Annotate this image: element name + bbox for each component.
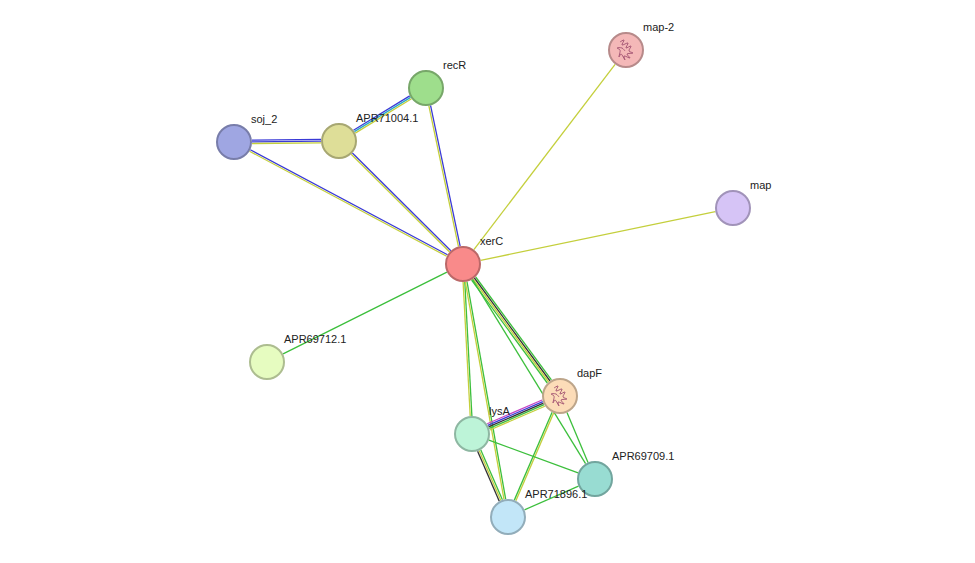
node-circle — [321, 123, 357, 159]
protein-label: APR71004.1 — [356, 112, 418, 125]
protein-label: APR69712.1 — [284, 333, 346, 346]
protein-label: map — [750, 179, 771, 192]
protein-label: APR69709.1 — [612, 450, 674, 463]
structure-thumbnail — [617, 40, 633, 60]
protein-node: map — [715, 190, 751, 226]
interaction-edge — [351, 153, 451, 252]
node-circle — [454, 416, 490, 452]
interaction-edge — [567, 413, 588, 463]
node-disc — [217, 125, 251, 159]
interaction-edge — [252, 139, 321, 143]
protein-node: xerC — [445, 246, 481, 282]
evidence-line — [488, 402, 543, 426]
node-circle — [490, 499, 526, 535]
evidence-line — [474, 64, 615, 249]
node-disc — [409, 71, 443, 105]
node-circle — [608, 32, 644, 68]
node-disc — [455, 417, 489, 451]
protein-node: lysA — [454, 416, 490, 452]
node-circle — [542, 378, 578, 414]
node-circle — [408, 70, 444, 106]
evidence-line — [252, 141, 321, 143]
node-circle — [715, 190, 751, 226]
protein-label: lysA — [489, 405, 510, 418]
node-disc — [609, 33, 643, 67]
evidence-line — [431, 105, 461, 246]
evidence-line — [283, 272, 447, 354]
evidence-line — [489, 405, 544, 429]
protein-label: soj_2 — [251, 113, 277, 126]
evidence-line — [476, 277, 552, 380]
protein-node: soj_2 — [216, 124, 252, 160]
protein-label: xerC — [480, 235, 503, 248]
interaction-edge — [429, 105, 460, 246]
protein-node: APR71004.1 — [321, 123, 357, 159]
interaction-edge — [478, 450, 503, 501]
node-disc — [491, 500, 525, 534]
protein-node: APR71896.1 — [490, 499, 526, 535]
evidence-line — [352, 153, 450, 251]
evidence-line — [489, 403, 544, 427]
interaction-edge — [487, 400, 545, 430]
node-disc — [250, 345, 284, 379]
interaction-edge — [481, 212, 716, 261]
interaction-edge — [283, 272, 447, 354]
evidence-line — [567, 413, 588, 463]
evidence-line — [249, 151, 446, 256]
protein-node: recR — [408, 70, 444, 106]
protein-node: map-2 — [608, 32, 644, 68]
evidence-line — [252, 142, 321, 144]
protein-node: APR69712.1 — [249, 344, 285, 380]
node-disc — [322, 124, 356, 158]
protein-label: APR71896.1 — [525, 488, 587, 501]
interaction-edge — [474, 64, 615, 249]
evidence-line — [429, 106, 459, 247]
node-circle — [445, 246, 481, 282]
evidence-line — [250, 150, 447, 255]
protein-label: recR — [443, 59, 466, 72]
interaction-edge — [249, 150, 447, 257]
evidence-line — [473, 279, 549, 382]
evidence-line — [481, 212, 716, 261]
interaction-edge — [472, 277, 552, 383]
node-disc — [716, 191, 750, 225]
protein-label: dapF — [577, 367, 602, 380]
protein-label: map-2 — [643, 21, 674, 34]
evidence-line — [487, 400, 542, 424]
evidence-line — [351, 154, 449, 252]
evidence-line — [478, 451, 500, 501]
node-disc — [446, 247, 480, 281]
node-circle — [249, 344, 285, 380]
evidence-line — [474, 278, 550, 381]
node-circle — [216, 124, 252, 160]
node-disc — [543, 379, 577, 413]
protein-node: dapF — [542, 378, 578, 414]
evidence-line — [479, 451, 501, 501]
evidence-line — [252, 139, 321, 141]
evidence-line — [489, 440, 578, 473]
interaction-edge — [489, 440, 578, 473]
evidence-line — [481, 450, 503, 500]
structure-thumbnail — [551, 386, 567, 406]
